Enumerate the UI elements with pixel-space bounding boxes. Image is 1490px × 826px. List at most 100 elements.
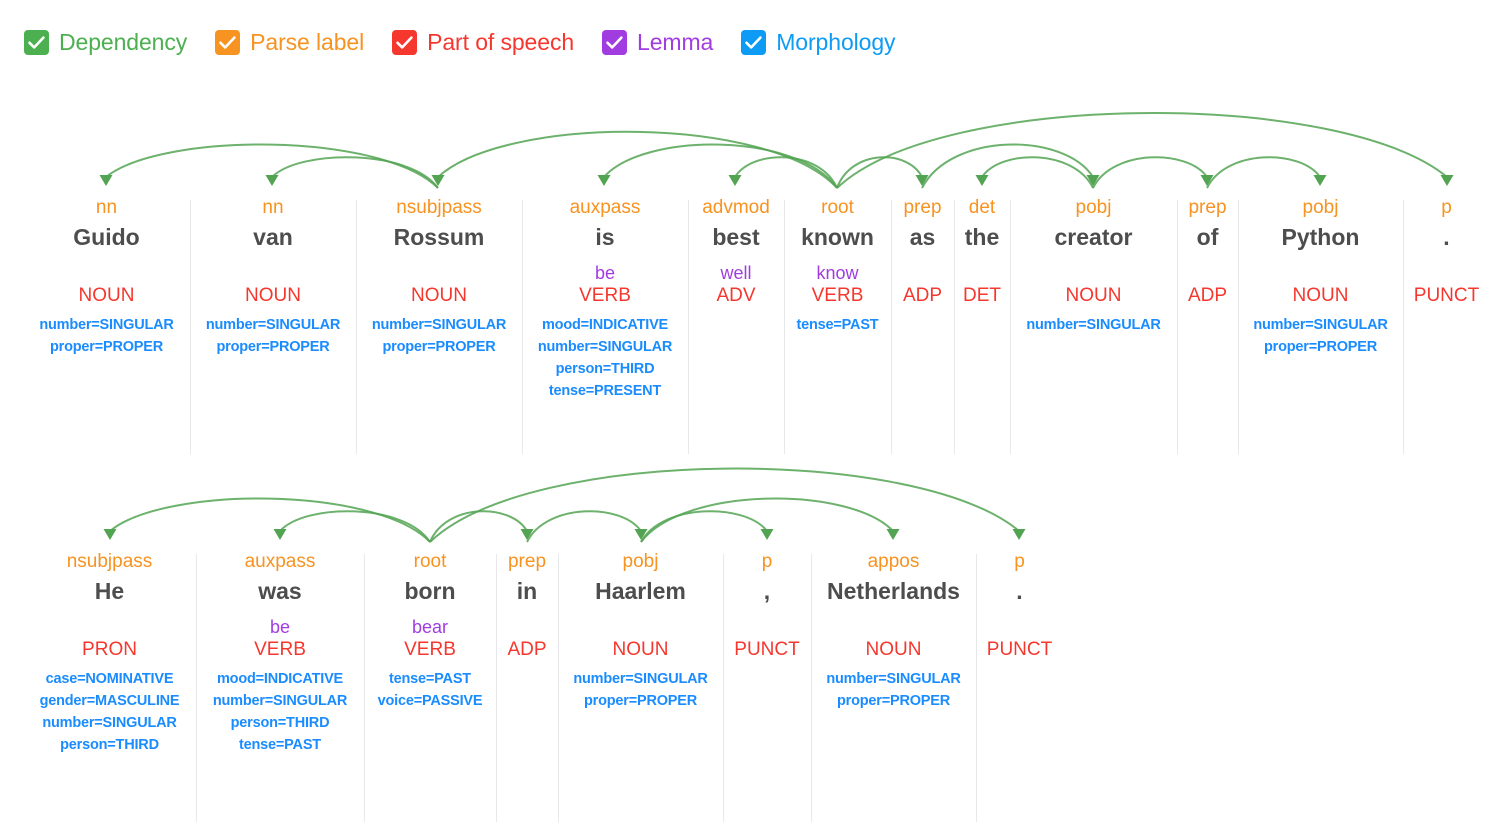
morphology-feature: number=SINGULAR: [42, 715, 177, 731]
token-word[interactable]: was: [258, 578, 302, 604]
legend-item-lemma[interactable]: Lemma: [602, 29, 713, 56]
morphology-feature: person=THIRD: [230, 715, 330, 731]
token-word[interactable]: Netherlands: [827, 578, 960, 604]
token-word[interactable]: Haarlem: [595, 578, 686, 604]
morphology-list: tense=PAST: [797, 314, 879, 336]
dependency-arc: [603, 143, 838, 189]
checkbox-checked-icon[interactable]: [24, 29, 49, 55]
dependency-arrowhead: [760, 529, 774, 540]
morphology-feature: number=SINGULAR: [537, 339, 673, 355]
dependency-arc: [640, 510, 768, 543]
token-word[interactable]: Python: [1281, 224, 1360, 250]
dependency-arrowhead: [520, 529, 534, 540]
column-divider: [723, 554, 724, 822]
token-word[interactable]: van: [253, 224, 293, 250]
token-word[interactable]: the: [964, 224, 1000, 250]
token-column[interactable]: p.PUNCT: [1403, 196, 1490, 454]
token-column[interactable]: p.PUNCT: [976, 550, 1063, 822]
dependency-arc: [105, 143, 439, 189]
checkbox-checked-icon[interactable]: [392, 29, 418, 55]
dependency-arc: [1092, 156, 1208, 189]
morphology-feature: proper=PROPER: [583, 693, 698, 709]
parse-label: p: [761, 551, 773, 572]
parse-label: root: [821, 197, 854, 218]
part-of-speech: ADP: [507, 639, 547, 660]
dependency-arc: [279, 510, 431, 543]
token-word[interactable]: best: [712, 224, 760, 250]
token-word[interactable]: .: [1016, 578, 1023, 604]
dependency-arc: [836, 112, 1448, 189]
dependency-arrowhead: [886, 529, 900, 540]
dependency-arcs: [99, 112, 1454, 189]
legend-item-label: Part of speech: [427, 28, 575, 55]
column-divider: [688, 200, 689, 454]
checkbox-checked-icon[interactable]: [741, 29, 767, 55]
part-of-speech: PUNCT: [986, 639, 1053, 660]
legend-item-parse-label[interactable]: Parse label: [215, 29, 364, 56]
token-word[interactable]: creator: [1054, 224, 1133, 250]
token-word[interactable]: is: [595, 224, 615, 250]
token-word[interactable]: Guido: [73, 224, 140, 250]
morphology-feature: number=SINGULAR: [826, 671, 961, 687]
dependency-arrowhead: [975, 175, 989, 186]
morphology-feature: proper=PROPER: [216, 339, 330, 355]
token-word[interactable]: .: [1443, 224, 1450, 250]
token-word[interactable]: in: [516, 578, 538, 604]
parse-label: pobj: [1302, 197, 1339, 218]
token-word[interactable]: ,: [763, 578, 771, 604]
legend-item-label: Parse label: [250, 28, 365, 55]
token-word[interactable]: Rossum: [393, 224, 485, 250]
parse-label: nsubjpass: [66, 551, 153, 572]
checkbox-checked-icon[interactable]: [215, 29, 241, 55]
dependency-arc: [981, 156, 1094, 189]
token-column[interactable]: p,PUNCT: [723, 550, 811, 822]
part-of-speech: PRON: [82, 639, 137, 660]
column-divider: [784, 200, 785, 454]
token-word[interactable]: as: [909, 224, 936, 250]
token-word[interactable]: He: [94, 578, 125, 604]
checkbox-checked-icon[interactable]: [602, 29, 628, 55]
legend-item-label: Dependency: [59, 28, 188, 55]
parse-label: pobj: [1075, 197, 1112, 218]
dependency-arrowhead: [99, 175, 113, 186]
part-of-speech: DET: [963, 285, 1001, 306]
morphology-feature: number=SINGULAR: [371, 317, 507, 333]
legend-item-label: Lemma: [637, 28, 714, 55]
part-of-speech: NOUN: [245, 285, 301, 306]
dependency-arc: [640, 497, 894, 543]
token-word[interactable]: born: [404, 578, 456, 604]
token-word[interactable]: known: [801, 224, 874, 250]
legend-item-part-of-speech[interactable]: Part of speech: [392, 29, 574, 56]
legend-item-dependency[interactable]: Dependency: [24, 29, 187, 56]
column-divider: [190, 200, 191, 454]
legend-item-morphology[interactable]: Morphology: [741, 28, 896, 56]
part-of-speech: NOUN: [411, 285, 467, 306]
dependency-arc: [921, 143, 1094, 189]
legend-item-label: Morphology: [776, 28, 896, 55]
column-divider: [976, 554, 977, 822]
dependency-arcs: [103, 467, 1026, 543]
token-word[interactable]: of: [1196, 224, 1219, 250]
